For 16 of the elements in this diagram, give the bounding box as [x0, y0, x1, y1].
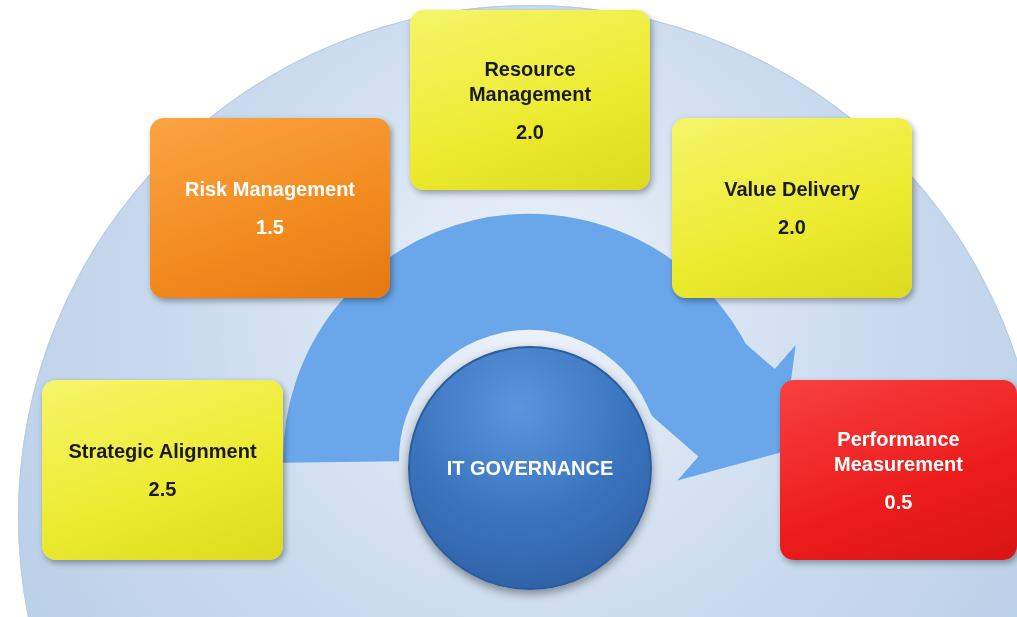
category-box	[672, 118, 912, 298]
category-title: Strategic Alignment	[68, 439, 257, 464]
score-value: 2.5	[148, 478, 177, 501]
category-title: IT GOVERNANCE	[446, 455, 614, 481]
category-title: Value Delivery	[724, 177, 860, 202]
category-title: Resource Management	[467, 56, 593, 107]
score-value: 2.0	[778, 216, 806, 239]
category-title: Risk Management	[184, 177, 356, 202]
category-box	[42, 380, 283, 560]
score-value: 2.0	[516, 120, 544, 144]
category-box	[780, 380, 1017, 560]
category-title: Performance Measurement	[833, 426, 964, 477]
score-value: 0.5	[884, 490, 913, 514]
score-value: 1.5	[256, 216, 284, 239]
category-box	[410, 10, 650, 190]
category-box	[150, 118, 390, 298]
